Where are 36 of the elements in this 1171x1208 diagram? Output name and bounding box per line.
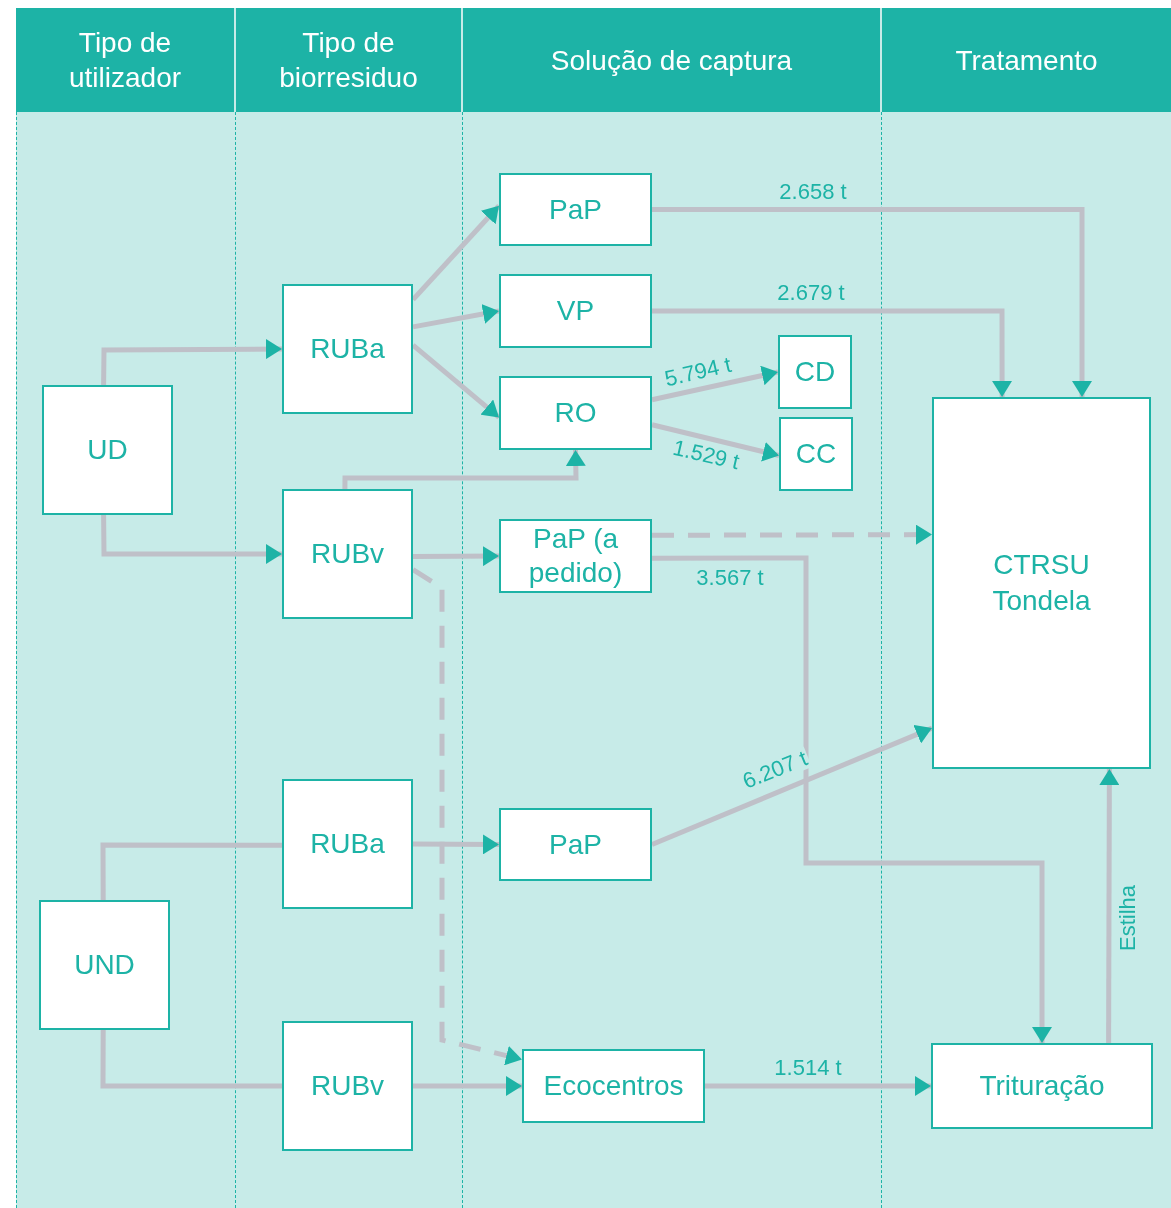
column-header: Tratamento (882, 8, 1171, 112)
arrow (652, 308, 1013, 397)
process-box: PaP (499, 173, 652, 246)
process-box: RUBa (282, 779, 413, 909)
arrow (705, 1076, 931, 1096)
process-box: PaP (499, 808, 652, 881)
arrow (413, 1076, 522, 1096)
arrow (413, 834, 499, 855)
arrow (101, 514, 282, 564)
arrow (1099, 769, 1120, 1043)
arrow (652, 207, 1092, 397)
process-box: CC (779, 417, 853, 491)
process-box: RUBv (282, 1021, 413, 1151)
process-box: UD (42, 385, 173, 515)
arrow (651, 365, 779, 403)
arrow (413, 546, 499, 567)
column-header: Tipo de biorresiduo (236, 8, 461, 112)
process-box: PaP (a pedido) (499, 519, 652, 593)
arrow (101, 339, 282, 386)
arrow (651, 422, 780, 462)
column-header: Solução de captura (463, 8, 880, 112)
process-box: Ecocentros (522, 1049, 705, 1123)
process-box: Trituração (931, 1043, 1153, 1129)
arrow (342, 449, 586, 490)
process-box: VP (499, 274, 652, 348)
process-box: CTRSU Tondela (932, 397, 1151, 769)
column-header: Tipo de utilizador (16, 8, 234, 112)
process-box: RUBa (282, 284, 413, 414)
arrow (652, 555, 1052, 1043)
process-box: CD (778, 335, 852, 409)
process-box: RUBv (282, 489, 413, 619)
process-box: UND (39, 900, 170, 1030)
arrow (412, 304, 500, 330)
process-box: RO (499, 376, 652, 450)
arrow (651, 725, 933, 847)
arrow (652, 524, 932, 545)
